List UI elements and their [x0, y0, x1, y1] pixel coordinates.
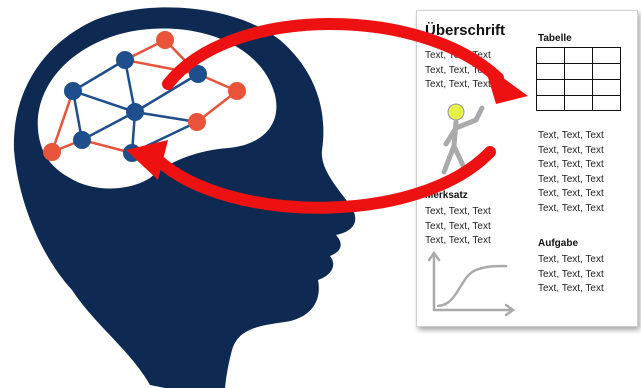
merksatz-label: Merksatz — [425, 190, 468, 201]
text-line: Text, Text, Text — [425, 220, 491, 232]
text-line: Text, Text, Text — [538, 268, 604, 280]
merksatz-text-block: Text, Text, Text Text, Text, Text Text, … — [425, 205, 491, 249]
text-line: Text, Text, Text — [538, 202, 604, 214]
stick-figure-icon — [441, 103, 485, 175]
text-line: Text, Text, Text — [425, 79, 491, 90]
aufgabe-label: Aufgabe — [538, 238, 578, 249]
document-page — [416, 10, 638, 327]
curved-arrow-icon — [126, 140, 496, 214]
doc-heading: Überschrift — [425, 22, 506, 39]
head-silhouette-icon — [13, 7, 356, 388]
text-line: Text, Text, Text — [538, 254, 604, 265]
text-line: Text, Text, Text — [425, 206, 491, 217]
table-text-block: Text, Text, Text Text, Text, Text Text, … — [538, 129, 604, 216]
text-line: Text, Text, Text — [425, 235, 491, 246]
text-line: Text, Text, Text — [538, 130, 604, 141]
curve-graph-icon — [427, 250, 516, 317]
table-label: Tabelle — [538, 33, 572, 44]
text-line: Text, Text, Text — [538, 159, 604, 170]
text-line: Text, Text, Text — [538, 144, 604, 156]
curved-arrow-icon — [162, 18, 528, 104]
aufgabe-text-block: Text, Text, Text Text, Text, Text Text, … — [538, 253, 604, 297]
text-line: Text, Text, Text — [538, 188, 604, 199]
text-line: Text, Text, Text — [538, 283, 604, 294]
table-grid-icon — [536, 47, 621, 111]
text-line: Text, Text, Text — [538, 173, 604, 185]
text-line: Text, Text, Text — [425, 64, 491, 76]
